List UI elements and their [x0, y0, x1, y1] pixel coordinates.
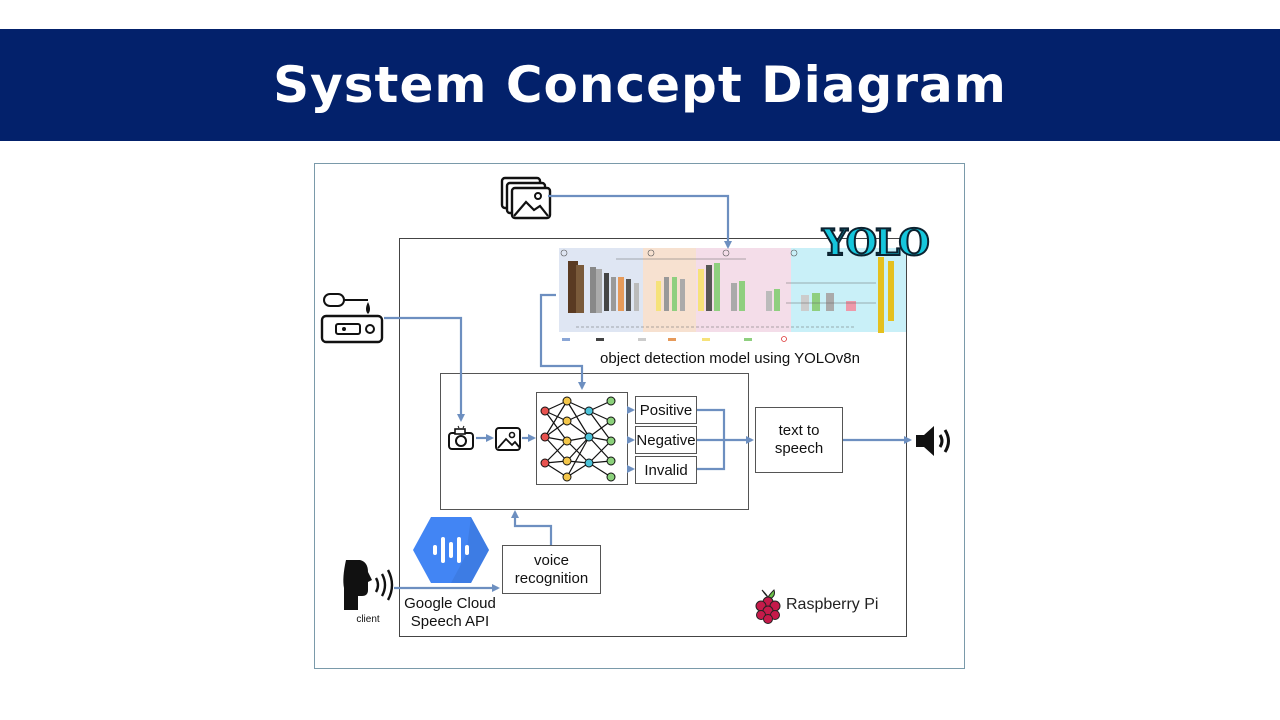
image-dataset-icon: [500, 176, 552, 220]
model-caption: object detection model using YOLOv8n: [600, 350, 860, 367]
class-invalid-label: Invalid: [644, 462, 688, 479]
neural-network: [536, 392, 628, 485]
speaking-head-icon: [343, 560, 394, 610]
test-kit-icon: [320, 293, 384, 344]
class-positive-box: Positive: [635, 396, 697, 424]
arch-blocks: [560, 249, 894, 342]
text-to-speech-box: text to speech: [755, 407, 843, 473]
voice-recognition-box: voice recognition: [502, 545, 601, 594]
raspberry-pi-label: Raspberry Pi: [786, 596, 879, 613]
google-cloud-speech-icon: [413, 517, 489, 583]
diagram-frame: [314, 163, 965, 669]
client-label: client: [356, 614, 380, 625]
text-to-speech-label: text to speech: [774, 422, 824, 457]
class-invalid-box: Invalid: [635, 456, 697, 484]
voice-recognition-label: voice recognition: [514, 552, 589, 587]
yolo-architecture-figure: YOLO: [556, 221, 931, 345]
image-icon: [495, 427, 521, 451]
class-negative-box: Negative: [635, 426, 697, 454]
camera-icon: [448, 425, 474, 450]
class-positive-label: Positive: [639, 402, 693, 419]
speech-api-label: Google Cloud Speech API: [404, 595, 496, 630]
title-bar: System Concept Diagram: [0, 29, 1280, 141]
slide-title: System Concept Diagram: [273, 56, 1007, 114]
yolo-logo: YOLO: [821, 221, 931, 265]
neural-network-graph: [540, 396, 616, 482]
speaker-icon: [916, 426, 950, 456]
arch-panel-4: [791, 248, 906, 332]
class-negative-label: Negative: [636, 432, 696, 449]
raspberry-pi-icon: [755, 589, 781, 624]
